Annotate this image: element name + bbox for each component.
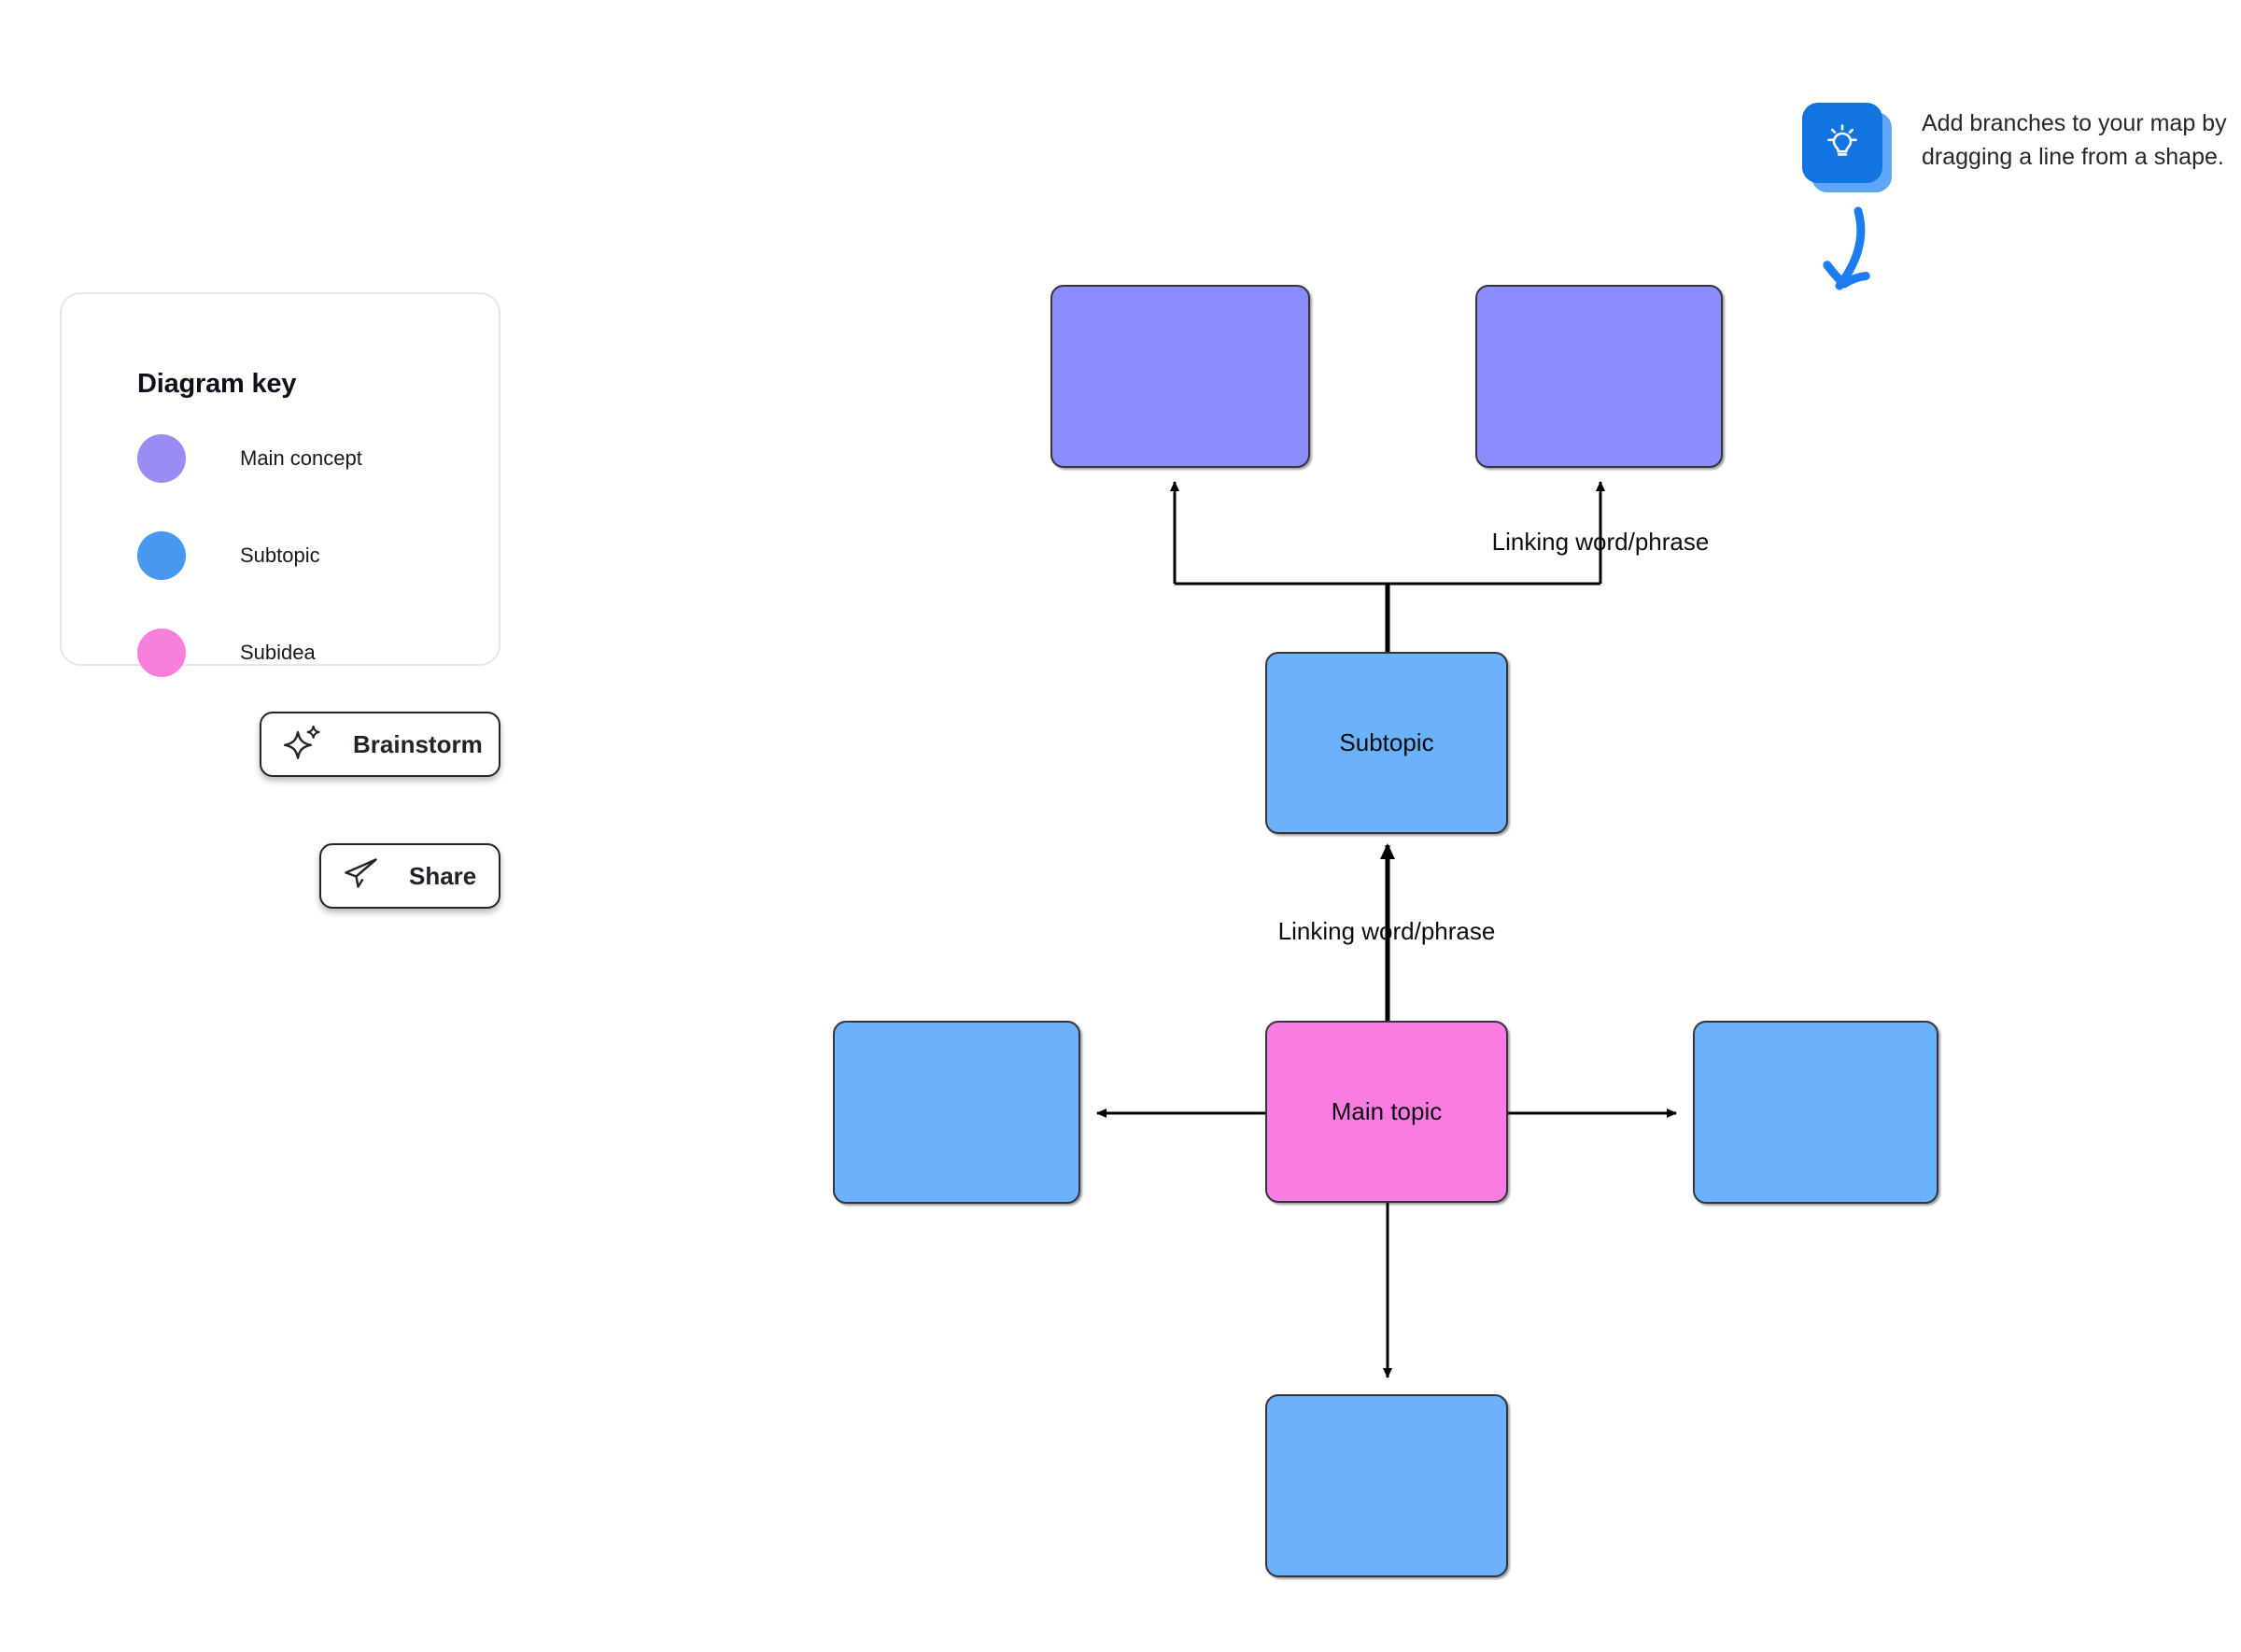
node-subtopic-bottom[interactable] <box>1265 1394 1508 1577</box>
share-button[interactable]: Share <box>319 843 500 909</box>
curved-arrow-down-icon <box>1823 206 1870 290</box>
diagram-key-swatch <box>137 434 186 483</box>
diagram-key-item: Subidea <box>137 628 316 677</box>
brainstorm-button-label: Brainstorm <box>353 729 483 758</box>
node-subtopic-top[interactable]: Subtopic <box>1265 652 1508 834</box>
lightbulb-icon <box>1802 103 1882 183</box>
tip-text: Add branches to your map by dragging a l… <box>1922 110 2227 170</box>
edge-label: Linking word/phrase <box>1277 917 1496 945</box>
share-button-label: Share <box>409 861 477 890</box>
node-label: Subtopic <box>1339 728 1434 756</box>
node-label: Main topic <box>1331 1097 1443 1125</box>
node-concept-left[interactable] <box>1050 285 1310 468</box>
node-subtopic-left[interactable] <box>833 1021 1080 1204</box>
node-main-topic[interactable]: Main topic <box>1265 1021 1508 1203</box>
node-subtopic-right[interactable] <box>1693 1021 1938 1204</box>
diagram-key-item-label: Main concept <box>240 446 362 470</box>
tip-badge[interactable] <box>1802 103 1892 192</box>
paper-plane-icon <box>342 854 381 898</box>
diagram-key-title: Diagram key <box>137 369 297 399</box>
diagram-key-item-label: Subidea <box>240 641 316 664</box>
diagram-key-swatch <box>137 531 186 580</box>
tip-callout: Add branches to your map by dragging a l… <box>1802 103 2227 192</box>
diagram-key-swatch <box>137 628 186 677</box>
diagram-key-item: Main concept <box>137 434 362 483</box>
connector-subtopic-to-concepts <box>1170 481 1605 652</box>
diagram-key-item-label: Subtopic <box>240 544 320 567</box>
diagram-key-item: Subtopic <box>137 531 320 580</box>
node-concept-right[interactable] <box>1475 285 1723 468</box>
edge-label: Linking word/phrase <box>1491 528 1710 556</box>
sparkle-icon <box>282 722 323 768</box>
brainstorm-button[interactable]: Brainstorm <box>260 712 500 777</box>
